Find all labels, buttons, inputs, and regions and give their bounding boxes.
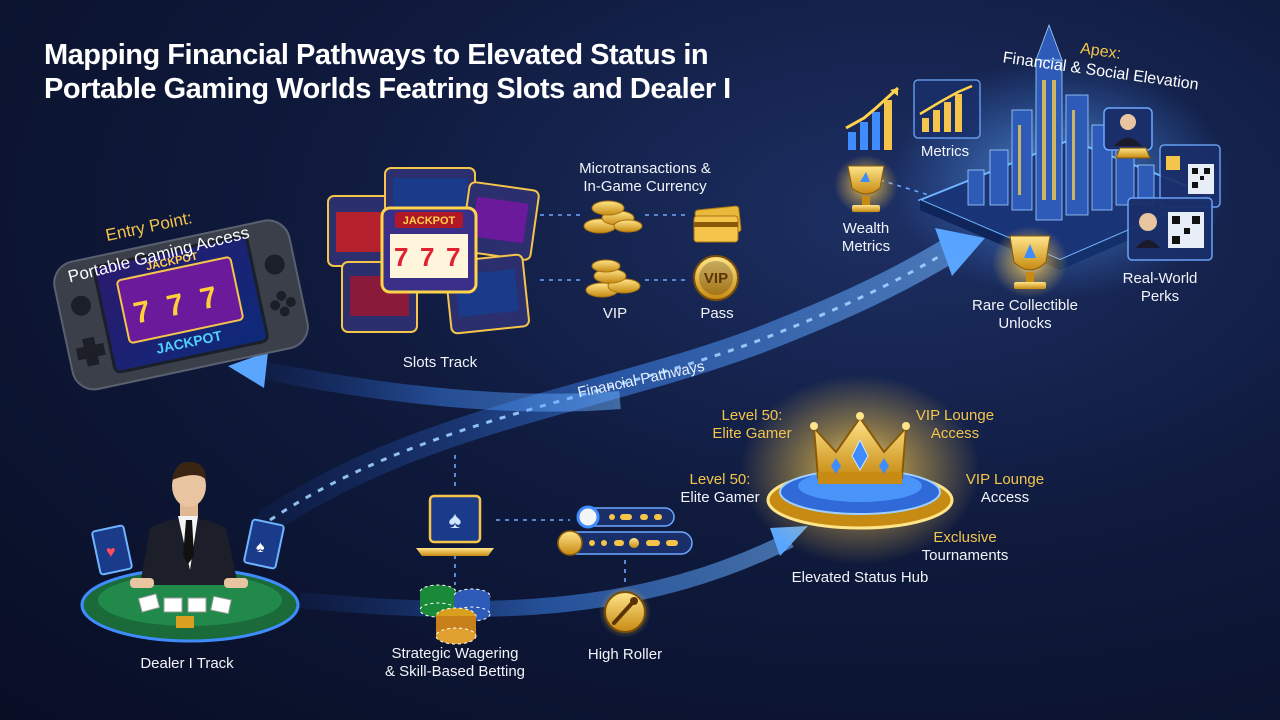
strategic-wagering-label: Strategic Wagering & Skill-Based Betting: [370, 645, 540, 681]
progress-bar-short: [576, 505, 675, 529]
dealer-avatar: [130, 461, 248, 588]
slot-machines-cluster: JACKPOT 7 7 7: [327, 167, 540, 335]
exclusive-tournaments-label: Exclusive Tournaments: [905, 529, 1025, 565]
real-world-perks-line-2: Perks: [1140, 288, 1180, 305]
slot-machine-back-right: [460, 181, 540, 261]
dealer-track-label: Dealer I Track: [140, 655, 234, 672]
exclusive-line-1: Exclusive: [933, 529, 997, 546]
vip-label: VIP: [602, 305, 628, 322]
vip-lounge-mid-label: VIP Lounge Access: [955, 471, 1055, 507]
metrics-chart-panel-icon: [913, 79, 981, 139]
level-50-top-label: Level 50: Elite Gamer: [702, 407, 802, 443]
currency-cards-icon: [693, 205, 742, 243]
table-cards: [137, 593, 232, 628]
high-roller-label: High Roller: [587, 646, 663, 663]
rare-collectible-line-2: Unlocks: [998, 315, 1052, 332]
dpad-icon: [75, 336, 106, 367]
heart-suit-icon: ♥: [106, 544, 116, 561]
floating-card-left-icon: ♥: [91, 524, 133, 576]
real-world-perks-label: Real-World Perks: [1110, 270, 1210, 306]
rare-collectible-label: Rare Collectible Unlocks: [955, 297, 1095, 333]
spade-card-pedestal-icon: ♠: [416, 494, 494, 556]
slot-main-seven-1: 7: [394, 242, 408, 272]
metrics-label: Metrics: [920, 143, 970, 160]
level-50-mid-line-1: Level 50:: [689, 471, 751, 488]
slot-main-seven-3: 7: [446, 242, 460, 272]
spade-suit-icon: ♠: [256, 539, 265, 556]
slot-main-sign: JACKPOT: [403, 215, 456, 227]
poker-chips-stack-icon: [419, 584, 491, 645]
pass-label: Pass: [700, 305, 734, 322]
wealth-metrics-line-1: Wealth: [842, 220, 890, 237]
city-towers: [967, 23, 1155, 221]
high-roller-medal-icon: [599, 586, 651, 638]
dealer-to-hub-arrow: [299, 526, 808, 618]
strategic-line-2: & Skill-Based Betting: [384, 663, 526, 680]
strategic-line-1: Strategic Wagering: [391, 645, 519, 662]
bar-chart-icon-left: [845, 86, 900, 150]
level-50-top-line-1: Level 50:: [721, 407, 783, 424]
title-line-1: Mapping Financial Pathways to Elevated S…: [44, 39, 709, 71]
floating-card-right-icon: ♠: [243, 518, 285, 570]
vip-lounge-top-line-2: Access: [930, 425, 980, 442]
slot-machine-main: JACKPOT 7 7 7: [380, 206, 478, 294]
real-world-perks-line-1: Real-World: [1122, 270, 1198, 287]
microtransactions-line-1: Microtransactions &: [579, 160, 711, 177]
crown-icon: [810, 412, 910, 484]
spade-icon: ♠: [449, 507, 462, 534]
wealth-metrics-line-2: Metrics: [841, 238, 891, 255]
title-line-2: Portable Gaming Worlds Featring Slots an…: [44, 73, 731, 105]
avatar-gold-bar-icon: [1103, 107, 1153, 159]
city-lights: [1018, 80, 1075, 200]
level-50-mid-label: Level 50: Elite Gamer: [670, 471, 770, 507]
elevated-status-hub: [740, 375, 980, 565]
slots-track-label: Slots Track: [402, 354, 478, 371]
rare-collectible-line-1: Rare Collectible: [972, 297, 1078, 314]
exclusive-line-2: Tournaments: [921, 547, 1009, 564]
page-title: Mapping Financial Pathways to Elevated S…: [44, 38, 731, 106]
pathway-to-console-arrow: [228, 352, 621, 412]
console-seven-1: 7: [131, 295, 154, 331]
slot-main-seven-2: 7: [420, 242, 434, 272]
elevated-status-hub-label: Elevated Status Hub: [791, 569, 929, 586]
console-seven-3: 7: [197, 281, 220, 317]
coin-stack-icon-vip: [585, 259, 641, 298]
apex-label: Apex:: [1079, 40, 1122, 63]
console-seven-2: 7: [164, 288, 187, 324]
trophy-icon-collectible: [992, 226, 1068, 298]
vip-badge-text: VIP: [704, 270, 728, 287]
vip-badge-icon: VIP: [693, 255, 739, 301]
trophy-icon-wealth: [834, 155, 898, 215]
vip-lounge-mid-line-2: Access: [980, 489, 1030, 506]
qr-card-icon-bottom: [1127, 197, 1213, 261]
handheld-console: JACKPOT 7 7 7 JACKPOT: [53, 219, 309, 391]
wealth-metrics-label: Wealth Metrics: [826, 220, 906, 256]
financial-pathways-label: Financial Pathways: [576, 358, 706, 401]
progress-bar-long: [557, 530, 693, 556]
coin-stack-icon-top: [583, 200, 643, 234]
vip-lounge-top-label: VIP Lounge Access: [905, 407, 1005, 443]
microtransactions-line-2: In-Game Currency: [583, 178, 707, 195]
vip-lounge-mid-line-1: VIP Lounge: [965, 471, 1045, 488]
qr-card-icon-top: [1159, 144, 1221, 208]
level-50-top-line-2: Elite Gamer: [712, 425, 792, 442]
level-50-mid-line-2: Elite Gamer: [680, 489, 760, 506]
microtransactions-label: Microtransactions & In-Game Currency: [560, 160, 730, 196]
vip-lounge-top-line-1: VIP Lounge: [915, 407, 995, 424]
